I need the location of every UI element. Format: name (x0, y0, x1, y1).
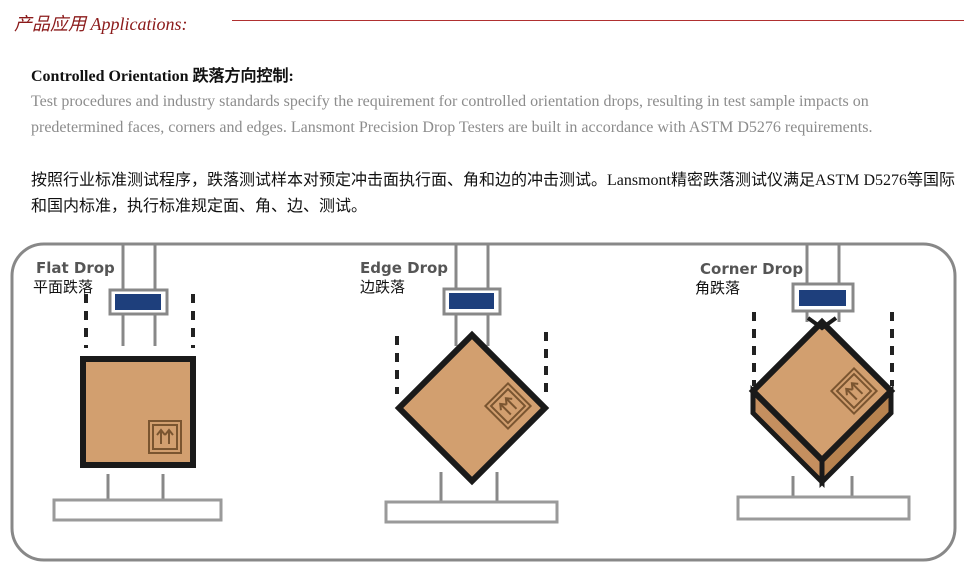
flat-drop-box (80, 356, 196, 468)
edge-drop-panel: Edge Drop 边跌落 (360, 244, 559, 524)
edge-drop-platform (384, 500, 559, 524)
edge-drop-clamp (449, 293, 494, 309)
edge-drop-box (394, 330, 550, 486)
flat-drop-clamp (115, 294, 161, 310)
edge-drop-rods (439, 244, 499, 502)
flat-drop-rods (106, 244, 165, 502)
corner-drop-clamp (799, 290, 846, 306)
drop-orientation-diagram: Flat Drop 平面跌落 Edge Drop 边跌落 (10, 242, 957, 562)
heading-divider (232, 20, 964, 21)
edge-drop-label-zh: 边跌落 (360, 278, 405, 296)
description-chinese: 按照行业标准测试程序，跌落测试样本对预定冲击面执行面、角和边的冲击测试。Lans… (31, 172, 956, 215)
this-side-up-icon (148, 420, 182, 454)
corner-drop-panel: Corner Drop 角跌落 (695, 244, 911, 521)
section-heading: 产品应用 Applications: (14, 14, 188, 34)
edge-drop-label: Edge Drop (360, 259, 448, 277)
corner-drop-clamp-jaw (806, 316, 838, 331)
flat-drop-platform (52, 498, 223, 522)
flat-drop-panel: Flat Drop 平面跌落 (33, 244, 223, 522)
this-side-up-icon (483, 381, 533, 431)
corner-drop-platform (736, 495, 911, 521)
corner-drop-label-zh: 角跌落 (695, 279, 740, 297)
description-english: Test procedures and industry standards s… (31, 93, 873, 136)
this-side-up-icon (829, 366, 879, 416)
flat-drop-label: Flat Drop (36, 259, 115, 277)
corner-drop-box (748, 317, 896, 465)
corner-drop-label: Corner Drop (700, 260, 803, 278)
section-title: Controlled Orientation 跌落方向控制: (31, 68, 294, 85)
corner-drop-motion-lines (752, 312, 894, 386)
flat-drop-label-zh: 平面跌落 (33, 278, 93, 296)
edge-drop-motion-lines (395, 332, 548, 394)
flat-drop-motion-lines (84, 294, 195, 348)
